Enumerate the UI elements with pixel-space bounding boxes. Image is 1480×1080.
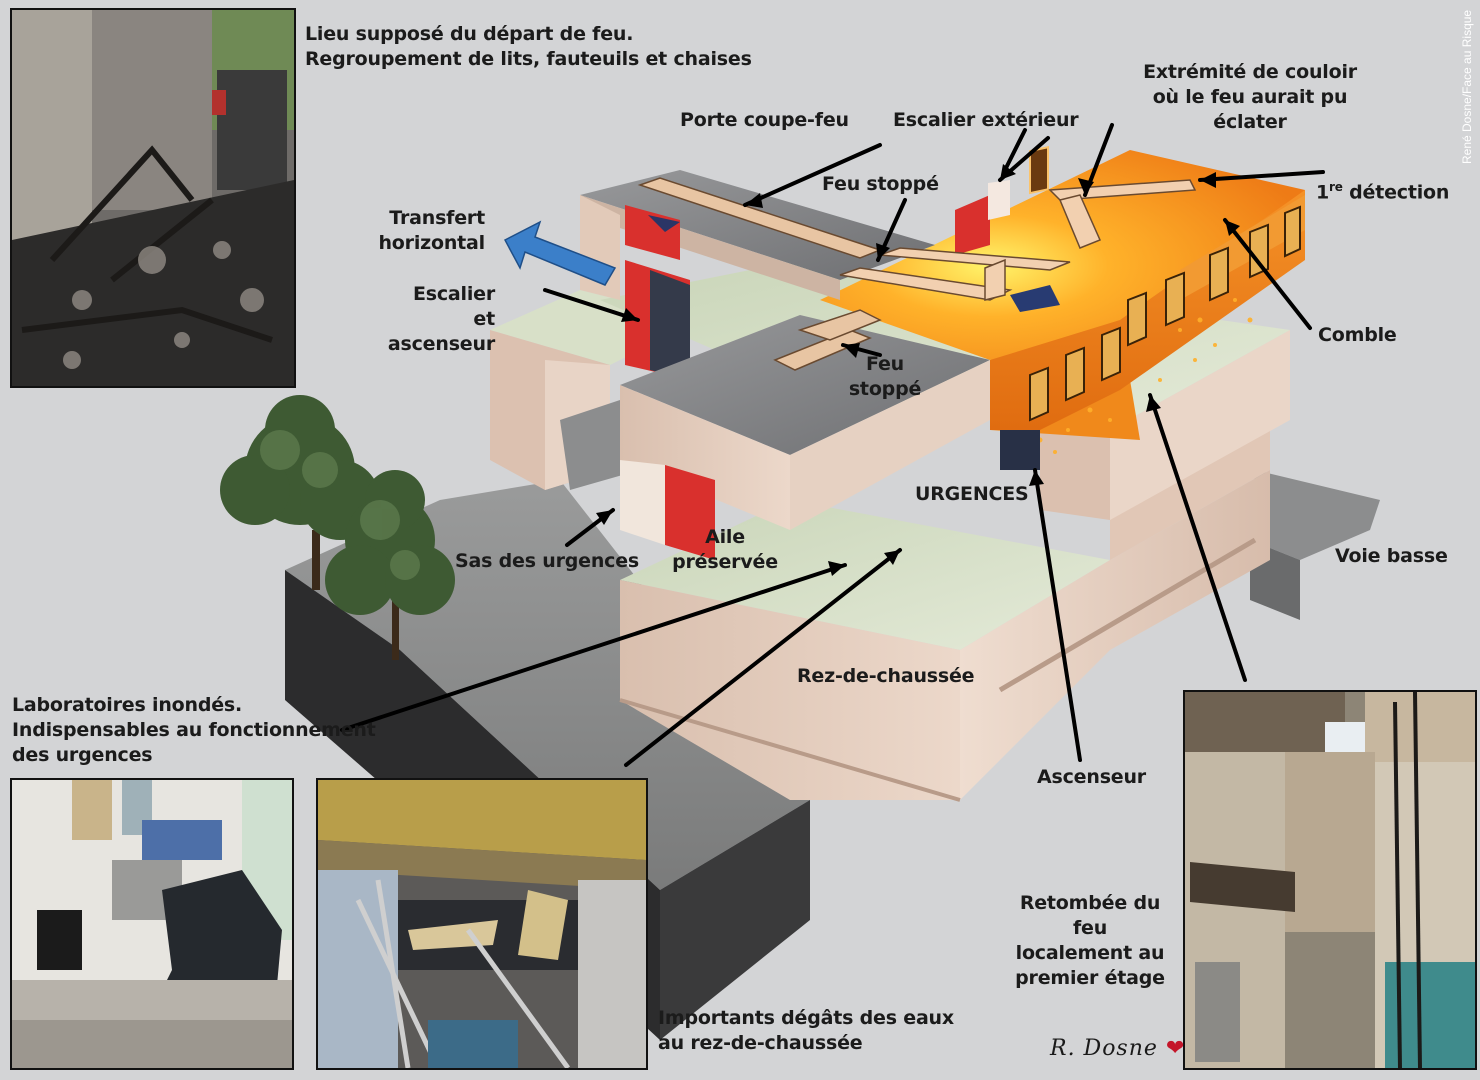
label-attic: Comble [1318, 324, 1397, 346]
artist-signature: R. Dosne ❤ [1050, 1036, 1185, 1061]
heart-icon: ❤ [1165, 1036, 1186, 1061]
photo-credit: René Dosne/Face au Risque [1460, 9, 1474, 164]
label-fire-door: Porte coupe-feu [680, 109, 849, 131]
trees [220, 395, 455, 660]
label-exterior-stairs: Escalier extérieur [893, 109, 1079, 131]
label-preserved-wing: Aile préservée [672, 526, 778, 573]
attic-fire-block [820, 146, 1305, 470]
label-horizontal-transfer: Transfert horizontal [378, 207, 485, 254]
label-fire-origin: Lieu supposé du départ de feu. Regroupem… [305, 23, 752, 70]
label-fire-stopped-top: Feu stoppé [822, 173, 939, 195]
blue-arrow-icon [503, 220, 617, 286]
arrowheads [596, 164, 1240, 576]
label-emergency: URGENCES [915, 483, 1029, 505]
label-labs-flooded: Laboratoires inondés. Indispensables au … [12, 694, 376, 766]
skylight [1010, 285, 1060, 312]
first-detection-superscript: re [1329, 180, 1343, 194]
right-wing [1040, 330, 1290, 520]
label-water-damage: Importants dégâts des eaux au rez-de-cha… [658, 1007, 954, 1054]
label-stairs-elevator: Escalier et ascenseur [387, 283, 495, 355]
upper-left-block [580, 170, 935, 380]
label-fire-stopped-mid: Feu stoppé [848, 353, 922, 400]
label-ground-floor: Rez-de-chaussée [797, 665, 975, 687]
photo-fire-origin [10, 8, 296, 388]
signature-text: R. Dosne [1050, 1036, 1158, 1061]
first-detection-number: 1 [1316, 181, 1330, 204]
photo-laboratory [10, 778, 294, 1070]
label-first-detection: 1re détection [1316, 150, 1449, 205]
label-airlock: Sas des urgences [455, 550, 640, 572]
attic-windows [1029, 205, 1301, 422]
photo-water-damage [316, 778, 648, 1070]
label-corridor-end: Extrémité de couloir où le feu aurait pu… [1143, 61, 1357, 133]
middle-block [620, 309, 990, 560]
label-low-road: Voie basse [1335, 545, 1448, 567]
label-elevator: Ascenseur [1037, 766, 1146, 788]
photo-first-floor [1183, 690, 1477, 1070]
first-detection-text: détection [1342, 181, 1450, 204]
label-fire-fallback: Retombée du feu localement au premier ét… [1015, 892, 1165, 989]
